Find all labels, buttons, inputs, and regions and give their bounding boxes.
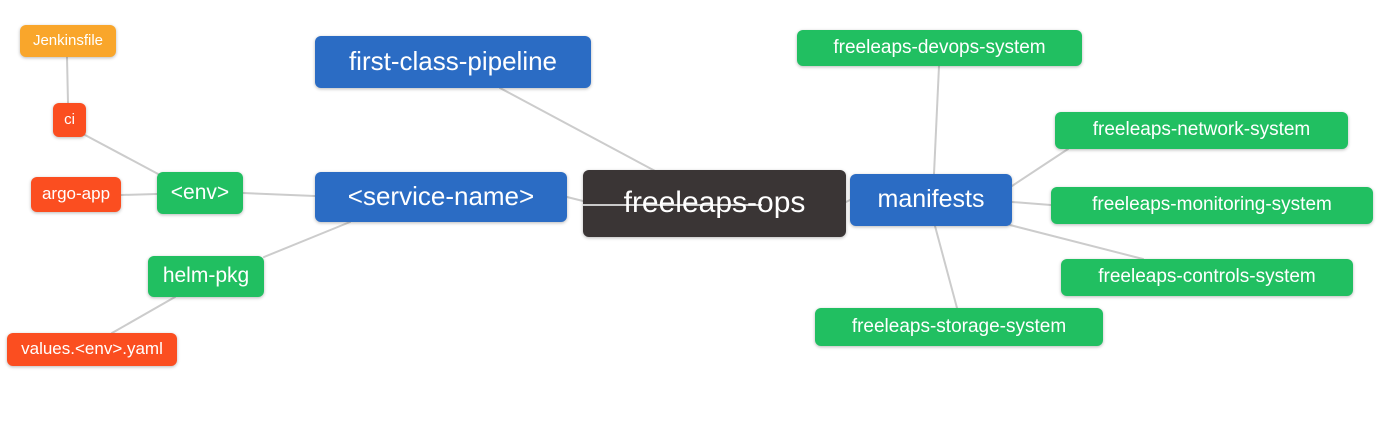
edge-argo-app-to-env	[120, 193, 158, 196]
node-freeleaps-network-system[interactable]: freeleaps-network-system	[1055, 112, 1348, 149]
node-service-name[interactable]: <service-name>	[315, 172, 567, 222]
edge-jenkinsfile-to-ci	[66, 56, 69, 104]
node-label: <service-name>	[347, 181, 535, 211]
node-label: freeleaps-network-system	[1092, 119, 1311, 140]
node-values-env-yaml[interactable]: values.<env>.yaml	[7, 333, 177, 366]
node-label: freeleaps-devops-system	[833, 36, 1046, 58]
edge-ci-to-env	[84, 134, 161, 176]
edge-manifests-to-freeleaps-controls-system	[1009, 224, 1144, 260]
edge-freeleaps-ops-to-manifests	[845, 199, 851, 203]
edge-manifests-to-freeleaps-storage-system	[934, 225, 958, 309]
node-freeleaps-storage-system[interactable]: freeleaps-storage-system	[815, 308, 1103, 346]
edge-manifests-to-freeleaps-monitoring-system	[1011, 201, 1052, 206]
node-label: freeleaps-controls-system	[1098, 266, 1316, 287]
node-label: freeleaps-monitoring-system	[1092, 194, 1332, 215]
node-label: manifests	[877, 184, 985, 213]
edge-env-to-service-name	[242, 192, 316, 197]
node-freeleaps-ops-root[interactable]: freeleaps-ops	[583, 170, 846, 237]
node-jenkinsfile[interactable]: Jenkinsfile	[20, 25, 116, 57]
edge-through-line	[583, 203, 762, 206]
edge-manifests-to-freeleaps-devops-system	[933, 65, 940, 175]
node-label: Jenkinsfile	[32, 31, 104, 49]
node-env[interactable]: <env>	[157, 172, 243, 214]
node-helm-pkg[interactable]: helm-pkg	[148, 256, 264, 297]
node-label: argo-app	[41, 184, 111, 203]
node-argo-app[interactable]: argo-app	[31, 177, 121, 212]
edge-service-name-to-freeleaps-ops	[566, 196, 584, 202]
node-ci[interactable]: ci	[53, 103, 86, 137]
node-first-class-pipeline[interactable]: first-class-pipeline	[315, 36, 591, 88]
node-label: values.<env>.yaml	[21, 339, 163, 358]
edge-values-env-yaml-to-helm-pkg	[111, 296, 176, 334]
node-label: <env>	[170, 180, 230, 204]
node-label: ci	[64, 110, 75, 128]
node-label: freeleaps-storage-system	[851, 315, 1067, 337]
node-manifests[interactable]: manifests	[850, 174, 1012, 226]
edge-first-class-pipeline-to-freeleaps-ops	[499, 87, 658, 173]
node-label: freeleaps-ops	[623, 185, 806, 219]
node-freeleaps-monitoring-system[interactable]: freeleaps-monitoring-system	[1051, 187, 1373, 224]
node-freeleaps-devops-system[interactable]: freeleaps-devops-system	[797, 30, 1082, 66]
node-freeleaps-controls-system[interactable]: freeleaps-controls-system	[1061, 259, 1353, 296]
edge-manifests-to-freeleaps-network-system	[1011, 148, 1069, 187]
edge-helm-pkg-to-service-name	[263, 221, 351, 258]
node-label: helm-pkg	[162, 264, 250, 287]
node-label: first-class-pipeline	[348, 46, 558, 76]
